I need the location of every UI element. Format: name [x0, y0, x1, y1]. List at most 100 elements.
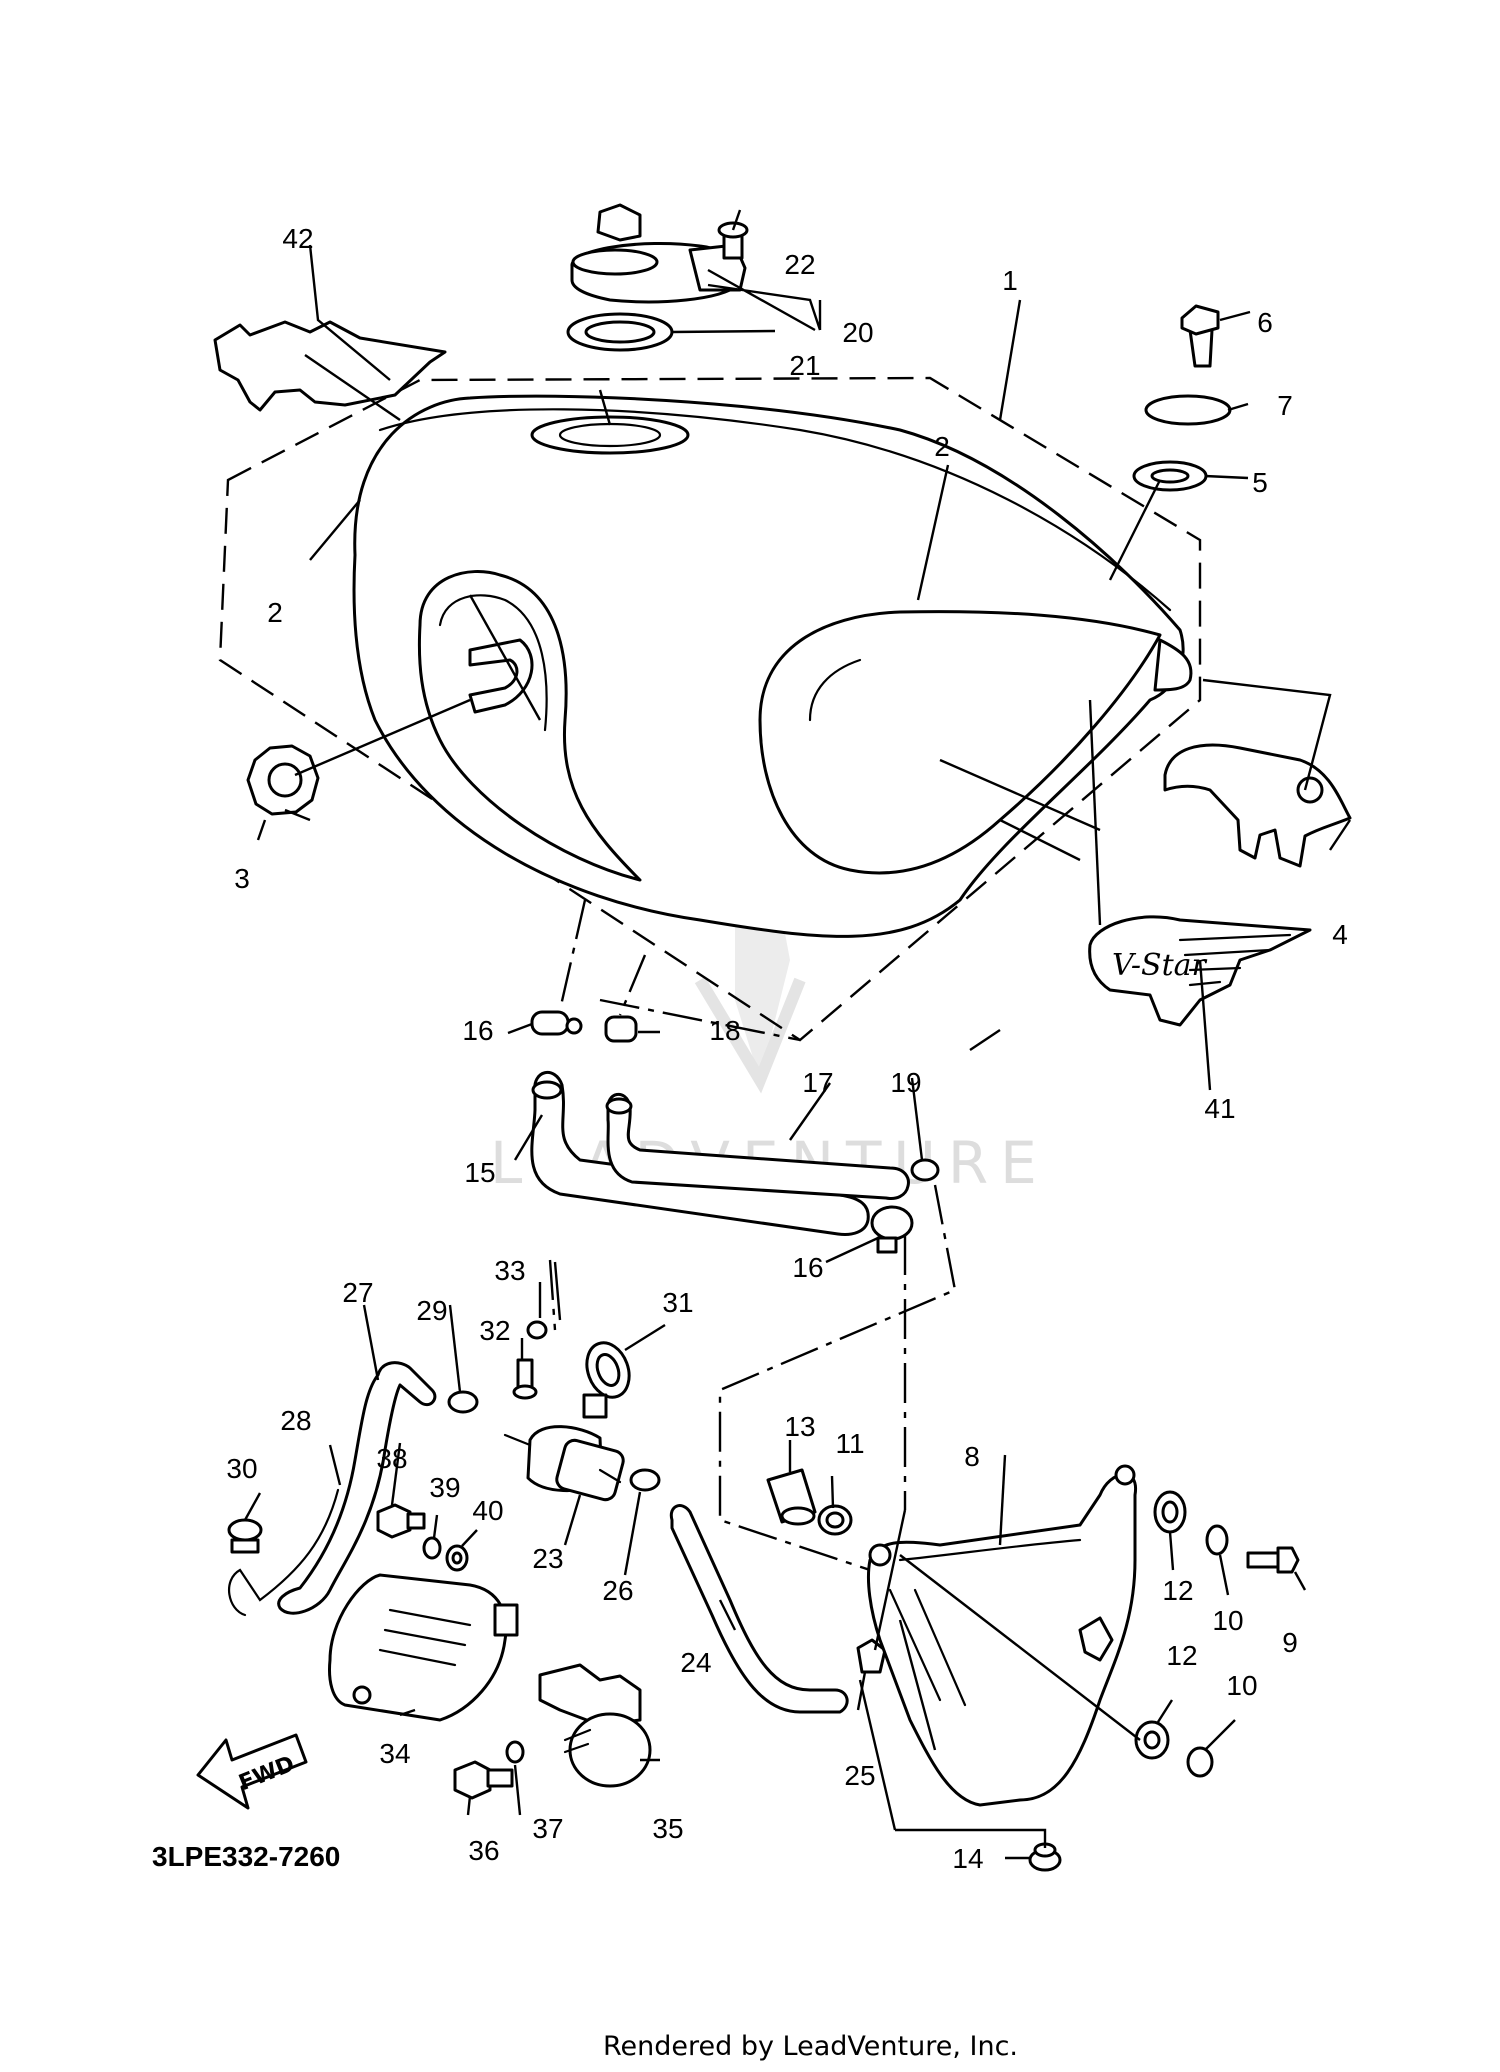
- part-29-clamp: [447, 1390, 479, 1414]
- part-33-washer: [526, 1320, 548, 1340]
- part-35-pump: [538, 1663, 652, 1788]
- callout-38: 38: [376, 1443, 407, 1474]
- callout-15: 15: [464, 1157, 495, 1188]
- callout-4: 4: [1332, 919, 1348, 950]
- fuel-tank-group: [218, 376, 1202, 1042]
- footer-credit: Rendered by LeadVenture, Inc.: [603, 2031, 1018, 2062]
- tank-side-panel: [758, 610, 1162, 875]
- flow-line-right: [718, 1184, 957, 1572]
- callout-21: 21: [789, 350, 820, 381]
- callout-7: 7: [1277, 390, 1293, 421]
- tank-assembly-outline: [218, 376, 1202, 1042]
- flow-line-tank: [599, 998, 801, 1042]
- tank-top-seam: [378, 408, 1172, 612]
- drawing-code: 3LPE332-7260: [152, 1841, 340, 1872]
- callout-28: 28: [280, 1405, 311, 1436]
- part-14-grommet: [1028, 1842, 1062, 1872]
- part-24-hose: [669, 1504, 849, 1714]
- tank-panel-shine: [808, 658, 862, 722]
- part-3-grommet: [246, 744, 320, 816]
- part-10-washer-lower: [1186, 1746, 1214, 1778]
- part-13-collar: [766, 1468, 817, 1526]
- callout-13: 13: [784, 1411, 815, 1442]
- tank-left-inner: [438, 594, 548, 732]
- callout-12: 12: [1166, 1640, 1197, 1671]
- callout-27: 27: [342, 1277, 373, 1308]
- callout-1: 1: [1002, 265, 1018, 296]
- part-25-clamp: [856, 1638, 887, 1674]
- callout-35: 35: [652, 1813, 683, 1844]
- part-27-hose: [277, 1361, 437, 1615]
- part-38-bolt: [376, 1503, 426, 1539]
- part-6-bolt: [1180, 304, 1220, 368]
- filler-opening: [530, 415, 690, 455]
- callout-18: 18: [709, 1015, 740, 1046]
- callout-10: 10: [1226, 1670, 1257, 1701]
- part-20-fuel-cap: [570, 203, 747, 304]
- part-16-clamp-upper: [530, 1010, 583, 1036]
- callout-30: 30: [226, 1453, 257, 1484]
- callout-41: 41: [1204, 1093, 1235, 1124]
- part-8-case: [867, 1464, 1138, 1807]
- part-12-grommet-lower: [1134, 1720, 1170, 1760]
- callout-2: 2: [934, 431, 950, 462]
- callout-16: 16: [462, 1015, 493, 1046]
- callout-22: 22: [784, 249, 815, 280]
- callout-5: 5: [1252, 467, 1268, 498]
- callout-2: 2: [267, 597, 283, 628]
- part-10-washer-upper: [1205, 1524, 1229, 1556]
- part-5-damper: [1132, 460, 1208, 492]
- callout-29: 29: [416, 1295, 447, 1326]
- callout-26: 26: [602, 1575, 633, 1606]
- callout-19: 19: [890, 1067, 921, 1098]
- part-21-gasket: [566, 312, 674, 352]
- part-31-holder: [582, 1341, 631, 1419]
- callout-32: 32: [479, 1315, 510, 1346]
- part-9-bolt: [1246, 1546, 1300, 1574]
- flow-line-left: [558, 899, 587, 1011]
- callout-16: 16: [792, 1252, 823, 1283]
- callout-37: 37: [532, 1813, 563, 1844]
- part-7-washer: [1144, 394, 1232, 426]
- part-26-clamp: [629, 1468, 661, 1492]
- part-37-washer: [505, 1740, 525, 1764]
- part-12-grommet-upper: [1153, 1490, 1187, 1534]
- tank-mount-bracket: [468, 638, 534, 714]
- callout-6: 6: [1257, 307, 1273, 338]
- part-23-fuel-filter: [503, 1425, 625, 1502]
- emblem-script: V-Star: [1112, 948, 1208, 983]
- callout-23: 23: [532, 1543, 563, 1574]
- tank-rear-nose: [1153, 638, 1193, 692]
- part-28-hose: [227, 1488, 340, 1617]
- callout-31: 31: [662, 1287, 693, 1318]
- part-16-clamp-lower: [870, 1205, 914, 1254]
- callout-33: 33: [494, 1255, 525, 1286]
- callout-12: 12: [1162, 1575, 1193, 1606]
- callout-39: 39: [429, 1472, 460, 1503]
- fwd-arrow: FWD: [196, 1733, 308, 1810]
- callout-20: 20: [842, 317, 873, 348]
- callout-36: 36: [468, 1835, 499, 1866]
- callout-labels: 1 2 2 3 4 5 6 7 8 9 10 10 11 12 12 13 14…: [226, 223, 1347, 1874]
- part-34-cover: [328, 1573, 519, 1722]
- callout-10: 10: [1212, 1605, 1243, 1636]
- callout-42: 42: [282, 223, 313, 254]
- callout-11: 11: [835, 1428, 864, 1459]
- callout-9: 9: [1282, 1627, 1298, 1658]
- callout-8: 8: [964, 1441, 980, 1472]
- part-15-hose: [530, 1070, 870, 1236]
- callout-14: 14: [952, 1843, 983, 1874]
- part-18-clamp: [604, 1015, 638, 1043]
- leader-lines: [243, 209, 1351, 1860]
- callout-17: 17: [802, 1067, 833, 1098]
- part-36-bolt: [453, 1760, 514, 1800]
- part-19-clamp: [910, 1158, 940, 1182]
- callout-3: 3: [234, 863, 250, 894]
- part-42-decal: [213, 320, 447, 412]
- part-32-screw: [512, 1358, 538, 1400]
- flow-line-bracket: [548, 1259, 557, 1331]
- callout-34: 34: [379, 1738, 410, 1769]
- callout-40: 40: [472, 1495, 503, 1526]
- part-4-tank-cover: [1163, 743, 1352, 868]
- part-30-clamp: [227, 1518, 263, 1554]
